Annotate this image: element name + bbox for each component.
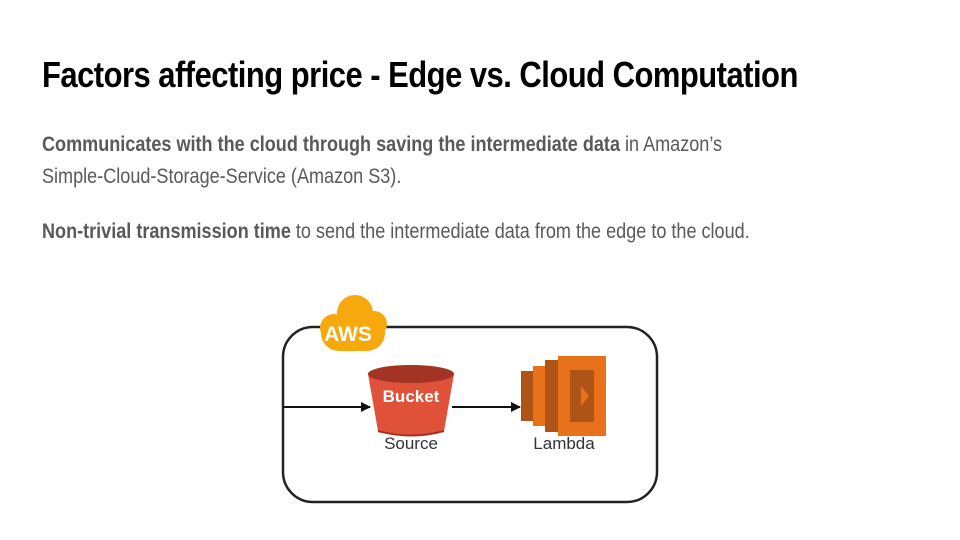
- paragraph-s3-rest: in Amazon’s: [620, 133, 723, 156]
- paragraph-s3: Communicates with the cloud through savi…: [42, 129, 722, 193]
- paragraph-transmission-bold: Non-trivial transmission time: [42, 220, 291, 243]
- paragraph-s3-bold: Communicates with the cloud through savi…: [42, 133, 621, 156]
- lambda-label: Lambda: [533, 434, 595, 453]
- lambda-icon: [521, 356, 606, 436]
- bucket-label: Bucket: [383, 387, 440, 406]
- paragraph-transmission-rest: to send the intermediate data from the e…: [290, 220, 750, 243]
- s3-bucket-icon: Bucket: [368, 365, 454, 437]
- aws-cloud-icon: AWS: [320, 295, 387, 351]
- paragraph-transmission: Non-trivial transmission time to send th…: [42, 216, 750, 248]
- aws-region-border: [281, 325, 659, 504]
- aws-label: AWS: [324, 323, 372, 346]
- paragraph-s3-line2: Simple-Cloud-Storage-Service (Amazon S3)…: [42, 165, 402, 188]
- source-label: Source: [384, 434, 438, 453]
- slide-title: Factors affecting price - Edge vs. Cloud…: [42, 54, 798, 95]
